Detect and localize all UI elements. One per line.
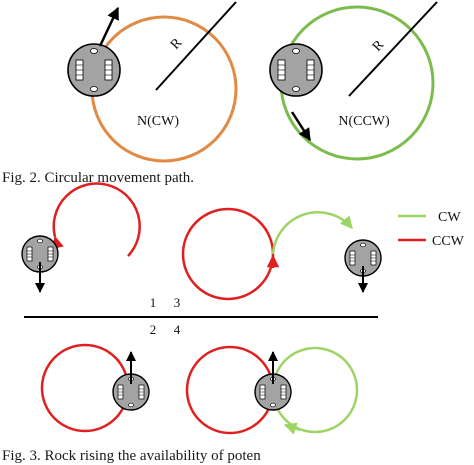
radius-label: R (370, 37, 388, 55)
quadrant-number-1: 1 (150, 295, 157, 310)
quadrant-3 (181, 207, 382, 301)
cw-arc (271, 211, 353, 255)
quadrant-4 (185, 345, 359, 435)
fig2-caption: Fig. 2. Circular movement path. (2, 170, 195, 186)
ccw-path-circle (181, 207, 275, 301)
quadrant-number-4: 4 (174, 322, 181, 337)
cw-path-circle (90, 15, 238, 163)
radius-label: R (168, 35, 186, 53)
ccw-arc (51, 182, 141, 257)
radius-line (348, 1, 438, 97)
quadrant-2 (40, 343, 150, 433)
quadrant-number-3: 3 (174, 295, 181, 310)
path-label-cw: N(CW) (137, 114, 179, 129)
heading-arrow (98, 6, 120, 47)
fig3-caption: Fig. 3. Rock rising the availability of … (2, 448, 261, 464)
path-label-ccw: N(CCW) (338, 114, 390, 129)
quadrant-1 (21, 182, 141, 293)
fig2-left-diagram: R N(CW) (67, 1, 238, 163)
robot-icon (67, 43, 121, 97)
quadrant-separator: 1 3 2 4 (24, 295, 378, 337)
legend: CW CCW (398, 210, 465, 249)
robot-icon (269, 43, 323, 97)
cw-arrowhead (283, 422, 301, 435)
heading-arrow (290, 111, 312, 142)
quadrant-number-2: 2 (150, 322, 157, 337)
radius-line (155, 1, 237, 91)
fig2-right-diagram: R N(CCW) (269, 1, 438, 161)
legend-ccw-label: CCW (432, 234, 465, 249)
legend-cw-label: CW (438, 210, 461, 225)
